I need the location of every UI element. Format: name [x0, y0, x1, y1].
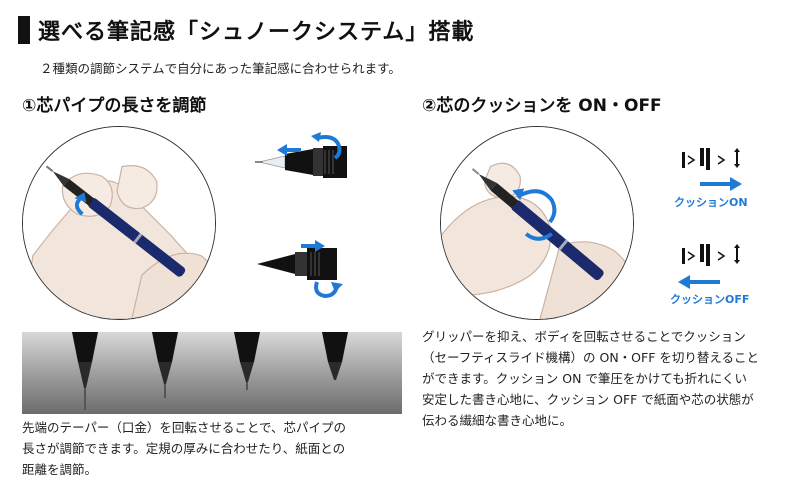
page-subtitle: ２種類の調節システムで自分にあった筆記感に合わせられます。	[40, 61, 401, 76]
arrow-right-icon	[700, 176, 744, 195]
section2-desc-line: ができます。クッション ON で筆圧をかけても折れにくい	[422, 371, 748, 386]
pen-tip-short-illustration	[255, 232, 350, 302]
arrow-left-icon	[676, 274, 720, 293]
section1-desc-line: 長さが調節できます。定規の厚みに合わせたり、紙面との	[22, 441, 346, 456]
section2-desc-line: （セーフティスライド機構）の ON・OFF を切り替えること	[422, 350, 759, 365]
cushion-spring-icon	[682, 240, 744, 274]
section2-desc-line: 伝わる繊細な書き心地に。	[422, 413, 573, 428]
pen-tip-long-illustration	[255, 132, 350, 194]
section2-desc-line: グリッパーを抑え、ボディを回転させることでクッション	[422, 329, 746, 344]
cushion-on-label: クッションON	[674, 196, 748, 209]
cushion-spring-icon	[682, 144, 744, 178]
tip-length-variants-strip	[22, 332, 402, 414]
cushion-off-label: クッションOFF	[670, 293, 750, 306]
section2-desc-line: 安定した書き心地に、クッション OFF で紙面や芯の状態が	[422, 392, 754, 407]
title-bar-marker	[18, 16, 30, 44]
tip-variant-1	[72, 332, 98, 410]
tip-variant-4	[322, 332, 348, 380]
section1-desc-line: 先端のテーパー（口金）を回転させることで、芯パイプの	[22, 420, 347, 435]
pen-grip-rotate-illustration	[440, 126, 634, 320]
section1-heading: ①芯パイプの長さを調節	[22, 96, 207, 116]
section2-heading: ②芯のクッションを ON・OFF	[422, 96, 662, 116]
pen-hand-illustration	[22, 126, 216, 320]
section2-description: グリッパーを抑え、ボディを回転させることでクッション （セーフティスライド機構）…	[422, 326, 759, 431]
section1-desc-line: 距離を調節。	[22, 462, 98, 477]
page-title: 選べる筆記感「シュノークシステム」搭載	[38, 20, 475, 45]
section1-description: 先端のテーパー（口金）を回転させることで、芯パイプの 長さが調節できます。定規の…	[22, 417, 346, 480]
tip-variant-3	[234, 332, 260, 390]
tip-variant-2	[152, 332, 178, 398]
